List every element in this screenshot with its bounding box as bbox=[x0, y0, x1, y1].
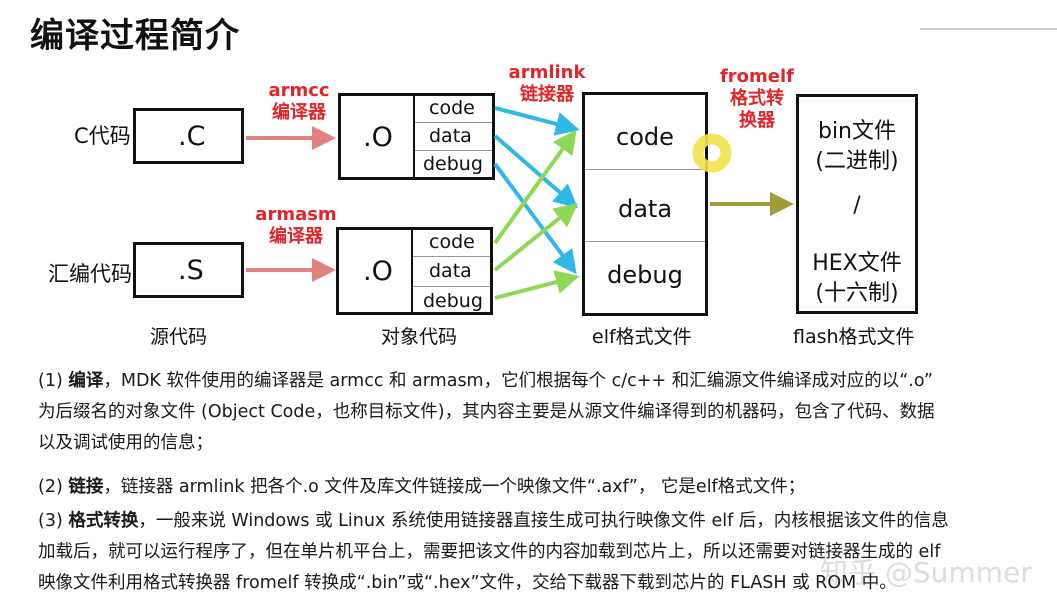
asm-source-box: .S bbox=[133, 242, 244, 298]
armasm-label: armasm 编译器 bbox=[255, 204, 337, 248]
elf-file-box: code data debug bbox=[582, 92, 708, 316]
paragraph-link: (2) 链接，链接器 armlink 把各个.o 文件及库文件链接成一个映像文件… bbox=[38, 477, 806, 497]
hex-format-label: (十六制) bbox=[815, 281, 899, 306]
fromelf-label: fromelf 格式转 换器 bbox=[714, 66, 800, 132]
term-format-convert: 格式转换 bbox=[68, 511, 139, 531]
object-section-debug: debug bbox=[423, 153, 483, 175]
flash-file-box: bin文件 (二进制) / HEX文件 (十六制) bbox=[796, 94, 918, 314]
flash-file-caption: flash格式文件 bbox=[793, 326, 915, 348]
fromelf-name: fromelf bbox=[719, 66, 795, 87]
hex-file-label: HEX文件 bbox=[812, 251, 902, 276]
divider bbox=[920, 28, 1057, 30]
elf-section-debug: debug bbox=[607, 261, 683, 289]
asm-code-label: 汇编代码 bbox=[48, 262, 132, 286]
object-file-name: .O bbox=[363, 122, 393, 153]
armasm-role: 编译器 bbox=[269, 226, 323, 247]
c-source-box: .C bbox=[133, 108, 244, 164]
source-code-caption: 源代码 bbox=[150, 326, 208, 348]
format-separator: / bbox=[853, 193, 861, 218]
paragraph-format-convert: (3) 格式转换，一般来说 Windows 或 Linux 系统使用链接器直接生… bbox=[38, 511, 949, 593]
armlink-label: armlink 链接器 bbox=[508, 62, 586, 106]
armlink-role: 链接器 bbox=[520, 84, 574, 105]
armcc-role: 编译器 bbox=[272, 102, 326, 123]
watermark: 知乎 @Summer bbox=[820, 556, 1032, 589]
armlink-name: armlink bbox=[508, 62, 586, 83]
bin-file-label: bin文件 bbox=[817, 119, 897, 144]
armcc-name: armcc bbox=[268, 80, 330, 101]
link-arrow-blue-debug bbox=[493, 162, 577, 275]
section-divider bbox=[413, 256, 490, 257]
section-divider bbox=[415, 122, 492, 123]
object-section-code: code bbox=[429, 231, 475, 253]
term-link: 链接 bbox=[68, 477, 104, 497]
cursor-highlight-icon bbox=[692, 133, 732, 173]
armcc-label: armcc 编译器 bbox=[268, 80, 330, 124]
object-section-code: code bbox=[429, 97, 475, 119]
elf-section-divider bbox=[585, 241, 705, 242]
object-section-debug: debug bbox=[423, 290, 483, 312]
object-section-data: data bbox=[429, 260, 472, 282]
elf-file-caption: elf格式文件 bbox=[592, 326, 692, 348]
c-source-name: .C bbox=[178, 121, 206, 152]
term-compile: 编译 bbox=[68, 371, 104, 391]
elf-section-divider bbox=[585, 169, 705, 170]
section-divider bbox=[415, 150, 492, 151]
link-arrow-blue-code bbox=[494, 106, 580, 136]
page-title: 编译过程简介 bbox=[30, 16, 240, 56]
link-arrow-green-code bbox=[493, 129, 577, 245]
asm-source-name: .S bbox=[178, 255, 204, 286]
bin-format-label: (二进制) bbox=[815, 149, 899, 174]
fromelf-role-2: 换器 bbox=[739, 110, 775, 131]
object-file-box-2: .O code data debug bbox=[336, 227, 493, 315]
link-arrow-blue-data bbox=[493, 134, 579, 209]
elf-section-code: code bbox=[616, 123, 674, 151]
object-section-data: data bbox=[429, 125, 472, 147]
paragraph-compile: (1) 编译，MDK 软件使用的编译器是 armcc 和 armasm，它们根据… bbox=[38, 371, 935, 453]
object-divider bbox=[413, 96, 415, 177]
link-arrow-green-debug bbox=[494, 270, 580, 300]
object-code-caption: 对象代码 bbox=[381, 326, 458, 348]
c-code-label: C代码 bbox=[74, 124, 131, 148]
object-file-name: .O bbox=[363, 256, 393, 287]
armasm-name: armasm bbox=[255, 204, 337, 225]
fromelf-role-1: 格式转 bbox=[730, 88, 784, 109]
link-arrow-green-data bbox=[493, 202, 579, 272]
object-divider bbox=[411, 230, 413, 312]
section-divider bbox=[413, 286, 490, 287]
object-file-box-1: .O code data debug bbox=[338, 93, 495, 180]
elf-section-data: data bbox=[617, 195, 673, 223]
